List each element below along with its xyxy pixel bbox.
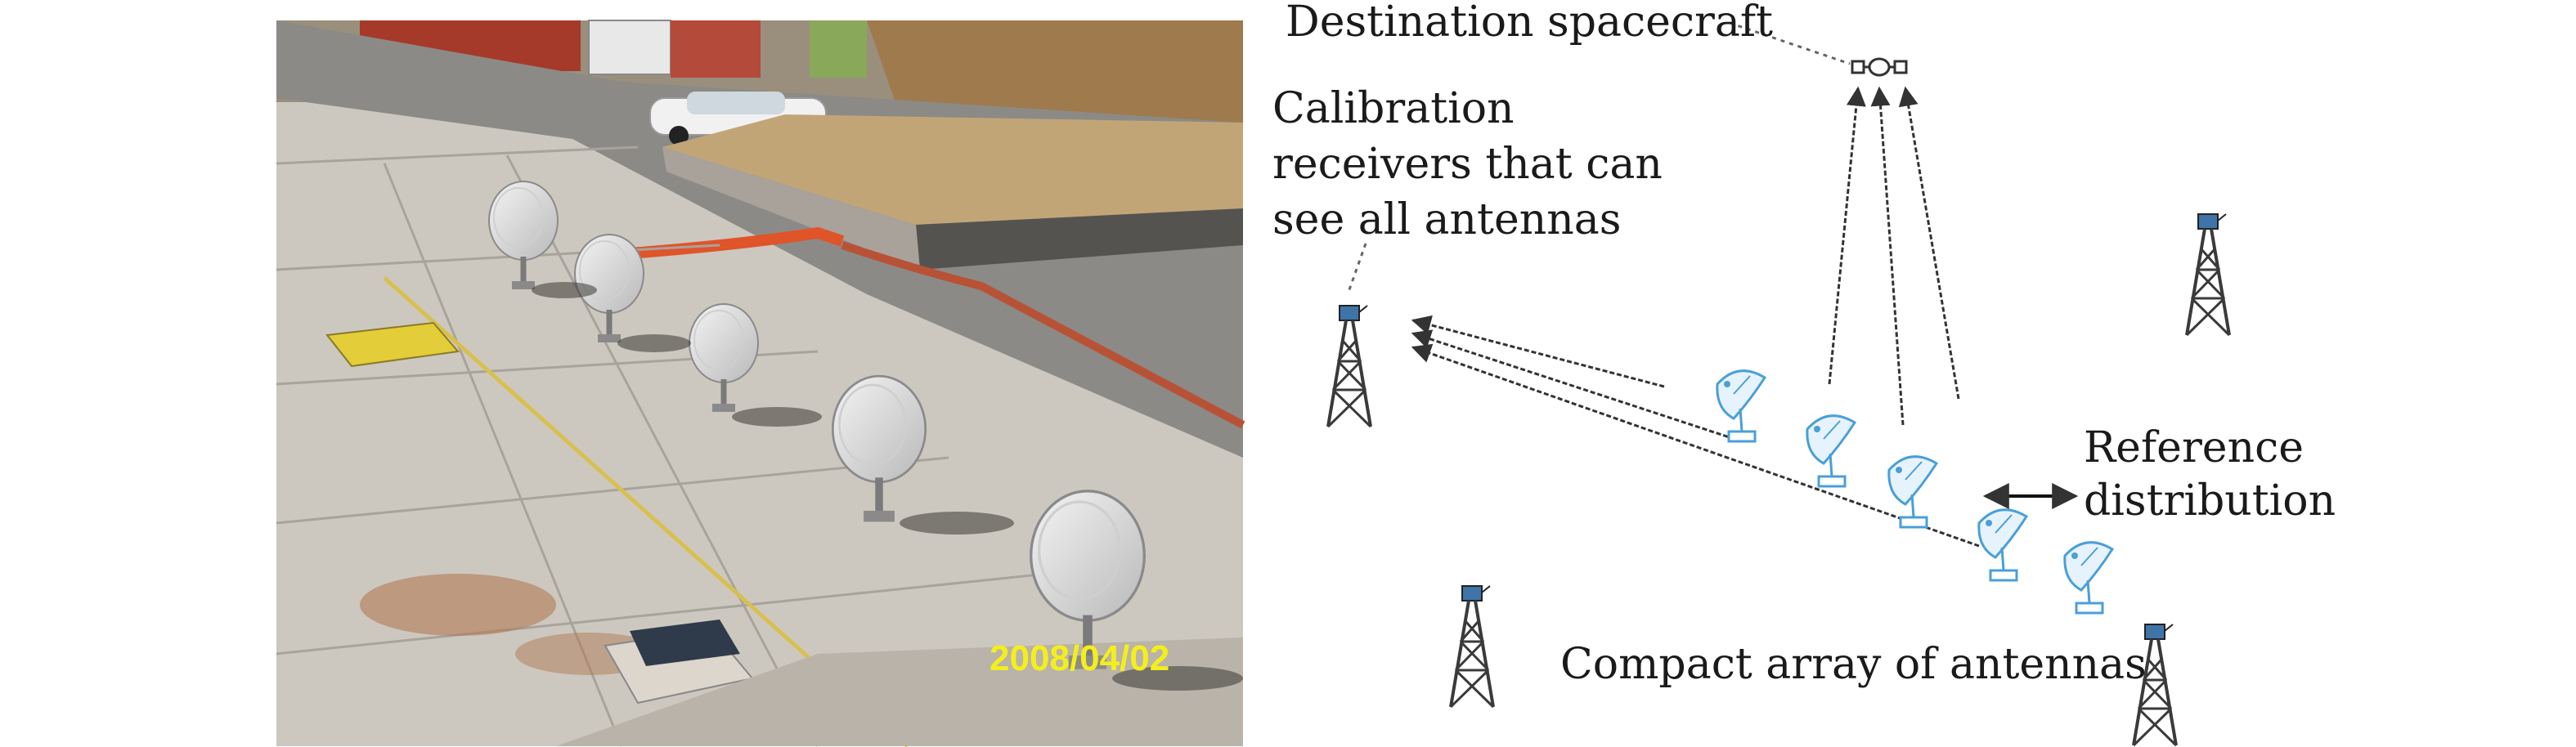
- reference-label-line-2: distribution: [2084, 476, 2336, 526]
- calibration-diagram: Destination spacecraft Calibration recei…: [1272, 0, 2336, 747]
- antenna-icon: [1887, 455, 1938, 529]
- calibration-receiver-tower-left: [1326, 304, 1372, 428]
- calibration-arrows: [1411, 315, 1980, 548]
- antenna-icon: [1806, 414, 1856, 488]
- calibration-label-line-3: see all antennas: [1272, 195, 1621, 244]
- downlink-arrows: [1828, 86, 1960, 426]
- reference-label-line-1: Reference: [2084, 423, 2304, 472]
- calibration-label-line-1: Calibration: [1272, 84, 1515, 133]
- photo-date-stamp: 2008/04/02: [990, 638, 1169, 678]
- calibration-label-line-2: receivers that can: [1272, 140, 1663, 189]
- calibration-receiver-tower-bottom-left: [1449, 584, 1495, 709]
- antenna-icon: [1716, 369, 1766, 443]
- antenna-array-photo: 2008/04/02: [276, 20, 1245, 747]
- calibration-receiver-tower-right: [2185, 212, 2231, 337]
- antenna-icon: [2063, 541, 2114, 615]
- destination-spacecraft-label: Destination spacecraft: [1286, 0, 1773, 47]
- destination-leader-line: [1729, 21, 1851, 65]
- antenna-icon: [1977, 508, 2028, 582]
- spacecraft-icon: [1851, 57, 1908, 77]
- calibration-leader-line: [1346, 243, 1367, 295]
- compact-array-label: Compact array of antennas: [1560, 640, 2147, 689]
